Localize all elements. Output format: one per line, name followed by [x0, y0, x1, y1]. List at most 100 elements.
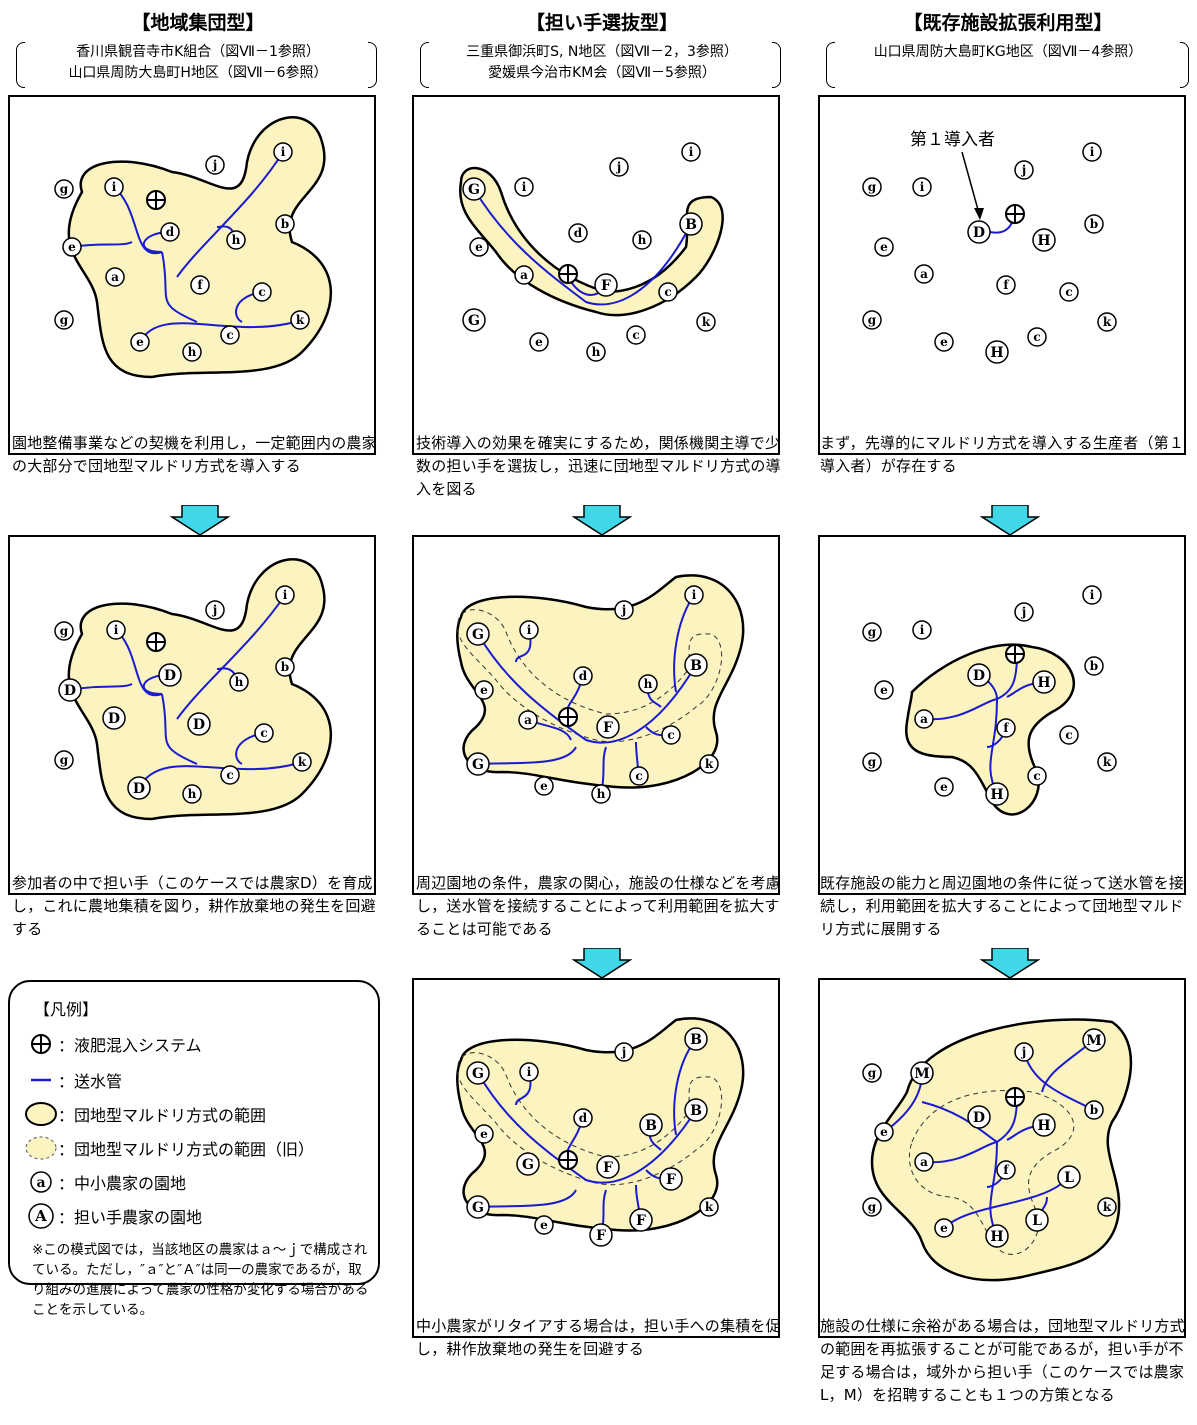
- farm-label: i: [689, 145, 694, 159]
- farm-label: c: [1065, 285, 1072, 299]
- farm-label: j: [621, 1045, 626, 1059]
- farm-label: e: [540, 779, 548, 793]
- farm-label: h: [188, 345, 197, 359]
- core-farm-node: F: [659, 1167, 683, 1191]
- farm-label: e: [540, 1218, 548, 1232]
- farm-label: d: [579, 1111, 588, 1125]
- farm-label: e: [68, 240, 76, 254]
- small-farm-node: h: [226, 230, 246, 250]
- farm-label: h: [232, 233, 241, 247]
- pipes: [71, 151, 303, 343]
- source-2a: 三重県御浜町S, N地区（図Ⅶ－2，3参照）: [466, 44, 738, 60]
- small-farm-node: c: [661, 725, 681, 745]
- farm-label: i: [920, 623, 925, 637]
- small-farm-node: e: [934, 1218, 954, 1238]
- small-farm-node: g: [54, 179, 74, 199]
- small-farm-node: c: [626, 325, 646, 345]
- farm-label: G: [472, 627, 484, 643]
- mixing-system-icon: [146, 190, 166, 210]
- small-farm-node: f: [996, 275, 1016, 295]
- small-farm-node: g: [862, 1197, 882, 1217]
- core-farm-node: G: [462, 177, 486, 201]
- farm-label: F: [603, 1160, 613, 1176]
- core-farm-icon: A: [28, 1203, 54, 1229]
- farm-label: H: [1037, 1118, 1050, 1134]
- small-farm-node: i: [104, 177, 124, 197]
- farm-label: g: [868, 313, 877, 327]
- legend-text: ：送水管: [58, 1072, 123, 1091]
- small-farm-node: a: [514, 265, 534, 285]
- farm-label: H: [990, 787, 1003, 803]
- farm-label: g: [868, 755, 877, 769]
- small-farm-node: j: [205, 155, 225, 175]
- legend-text: ：担い手農家の園地: [58, 1208, 203, 1227]
- mixing-system-icon: [558, 707, 578, 727]
- farm-label: h: [644, 677, 653, 691]
- small-farm-node: k: [699, 1197, 719, 1217]
- legend-text: ：液肥混入システム: [58, 1036, 202, 1055]
- small-farm-node: h: [229, 672, 249, 692]
- small-farm-node: c: [658, 282, 678, 302]
- caption-expansion-stage3: 施設の仕様に余裕がある場合は，団地型マルドリ方式の範囲を再拡張することが可能であ…: [820, 1317, 1185, 1404]
- farm-label: j: [616, 160, 621, 174]
- caption-selected-stage1: 技術導入の効果を確実にするため，関係機関主導で少数の担い手を選抜し，迅速に団地型…: [416, 434, 781, 498]
- small-farm-node: b: [1084, 1100, 1104, 1120]
- core-farm-node: G: [466, 752, 490, 776]
- small-farm-node: k: [292, 752, 312, 772]
- core-farm-node: F: [589, 1223, 613, 1247]
- farm-label: i: [920, 180, 925, 194]
- area-icon: [25, 1102, 57, 1126]
- farm-label: B: [645, 1118, 657, 1134]
- mixing-system-icon: [1005, 644, 1025, 664]
- farm-label: D: [64, 683, 76, 699]
- farm-label: e: [535, 335, 543, 349]
- farm-label: e: [480, 1127, 488, 1141]
- farm-label: b: [1090, 659, 1098, 673]
- small-farm-node: b: [275, 657, 295, 677]
- farm-label: h: [592, 345, 601, 359]
- small-farm-node: d: [573, 1108, 593, 1128]
- farm-label: D: [133, 781, 145, 797]
- small-farm-node: a: [914, 264, 934, 284]
- farm-label: H: [1037, 233, 1050, 249]
- core-farm-node: D: [967, 663, 991, 687]
- small-farm-node: j: [609, 157, 629, 177]
- farm-label: g: [868, 1200, 877, 1214]
- legend-text: ：団地型マルドリ方式の範囲: [58, 1106, 267, 1125]
- small-farm-node: h: [182, 342, 202, 362]
- farm-label: k: [705, 1200, 714, 1214]
- small-farm-node: j: [205, 600, 225, 620]
- area-region: [870, 1018, 1133, 1282]
- small-farm-node: b: [1084, 656, 1104, 676]
- small-farm-node: h: [638, 674, 658, 694]
- farm-label: k: [705, 757, 714, 771]
- farm-label: h: [597, 787, 606, 801]
- area-region: [67, 558, 333, 821]
- small-farm-node: i: [106, 620, 126, 640]
- mixing-system-icon: [1005, 204, 1025, 224]
- farm-label: i: [692, 588, 697, 602]
- farm-label: e: [940, 335, 948, 349]
- down-arrow-icon: [572, 505, 632, 536]
- small-farm-node: a: [914, 709, 934, 729]
- farm-label: g: [60, 624, 69, 638]
- small-farm-node: g: [54, 750, 74, 770]
- farm-label: i: [1090, 145, 1095, 159]
- farm-label: c: [667, 728, 674, 742]
- down-arrow-icon: [980, 505, 1040, 536]
- core-farm-node: D: [127, 776, 151, 800]
- small-farm-node: k: [699, 754, 719, 774]
- small-farm-node: g: [862, 177, 882, 197]
- legend-item-small-farm: a ：中小農家の園地: [24, 1168, 186, 1196]
- small-farm-node: i: [275, 585, 295, 605]
- core-farm-node: G: [466, 1195, 490, 1219]
- area-region: [67, 116, 333, 379]
- farm-label: k: [1103, 1200, 1112, 1214]
- small-farm-node: b: [1084, 214, 1104, 234]
- core-farm-node: G: [466, 1061, 490, 1085]
- small-farm-node: c: [1059, 725, 1079, 745]
- core-farm-node: H: [1032, 670, 1056, 694]
